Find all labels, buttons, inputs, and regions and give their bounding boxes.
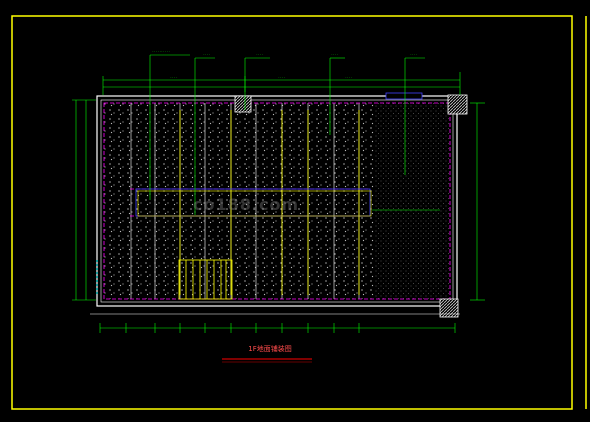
svg-text:··········: ·········· bbox=[152, 49, 170, 53]
stone-floor-area bbox=[104, 103, 374, 299]
bottom-dimension-lines bbox=[90, 313, 460, 333]
svg-text:····: ···· bbox=[278, 75, 285, 79]
svg-text:····: ···· bbox=[331, 52, 338, 56]
finish-boundary bbox=[103, 102, 451, 300]
column-hatch bbox=[439, 298, 459, 318]
svg-text:····: ···· bbox=[203, 52, 210, 56]
top-dimension-lines bbox=[102, 72, 461, 95]
svg-text:····: ···· bbox=[345, 75, 352, 79]
right-dimension-lines bbox=[470, 102, 485, 301]
callout-leaders bbox=[149, 54, 440, 215]
drawing-frame bbox=[11, 15, 573, 410]
plan-inner-wall bbox=[100, 99, 454, 303]
svg-text:····: ···· bbox=[410, 52, 417, 56]
column-hatch bbox=[234, 95, 252, 113]
left-dimension-lines bbox=[72, 99, 96, 301]
corridor-yellow-outline bbox=[137, 190, 372, 217]
stair-treads bbox=[178, 259, 233, 300]
yellow-strip-lines bbox=[179, 110, 360, 295]
column-hatch bbox=[447, 94, 468, 115]
wall-opening bbox=[385, 92, 423, 100]
drawing-title: 1F地面铺装图 bbox=[248, 345, 292, 353]
svg-text:····: ···· bbox=[256, 52, 263, 56]
callout-labels: ·········· ···· ···· ···· ···· bbox=[152, 49, 417, 56]
svg-text:····: ···· bbox=[170, 75, 177, 79]
dimension-text-top: ···· ···· ···· bbox=[170, 75, 352, 79]
plan-outer-wall bbox=[96, 95, 458, 307]
carpet-floor-area bbox=[374, 103, 450, 299]
